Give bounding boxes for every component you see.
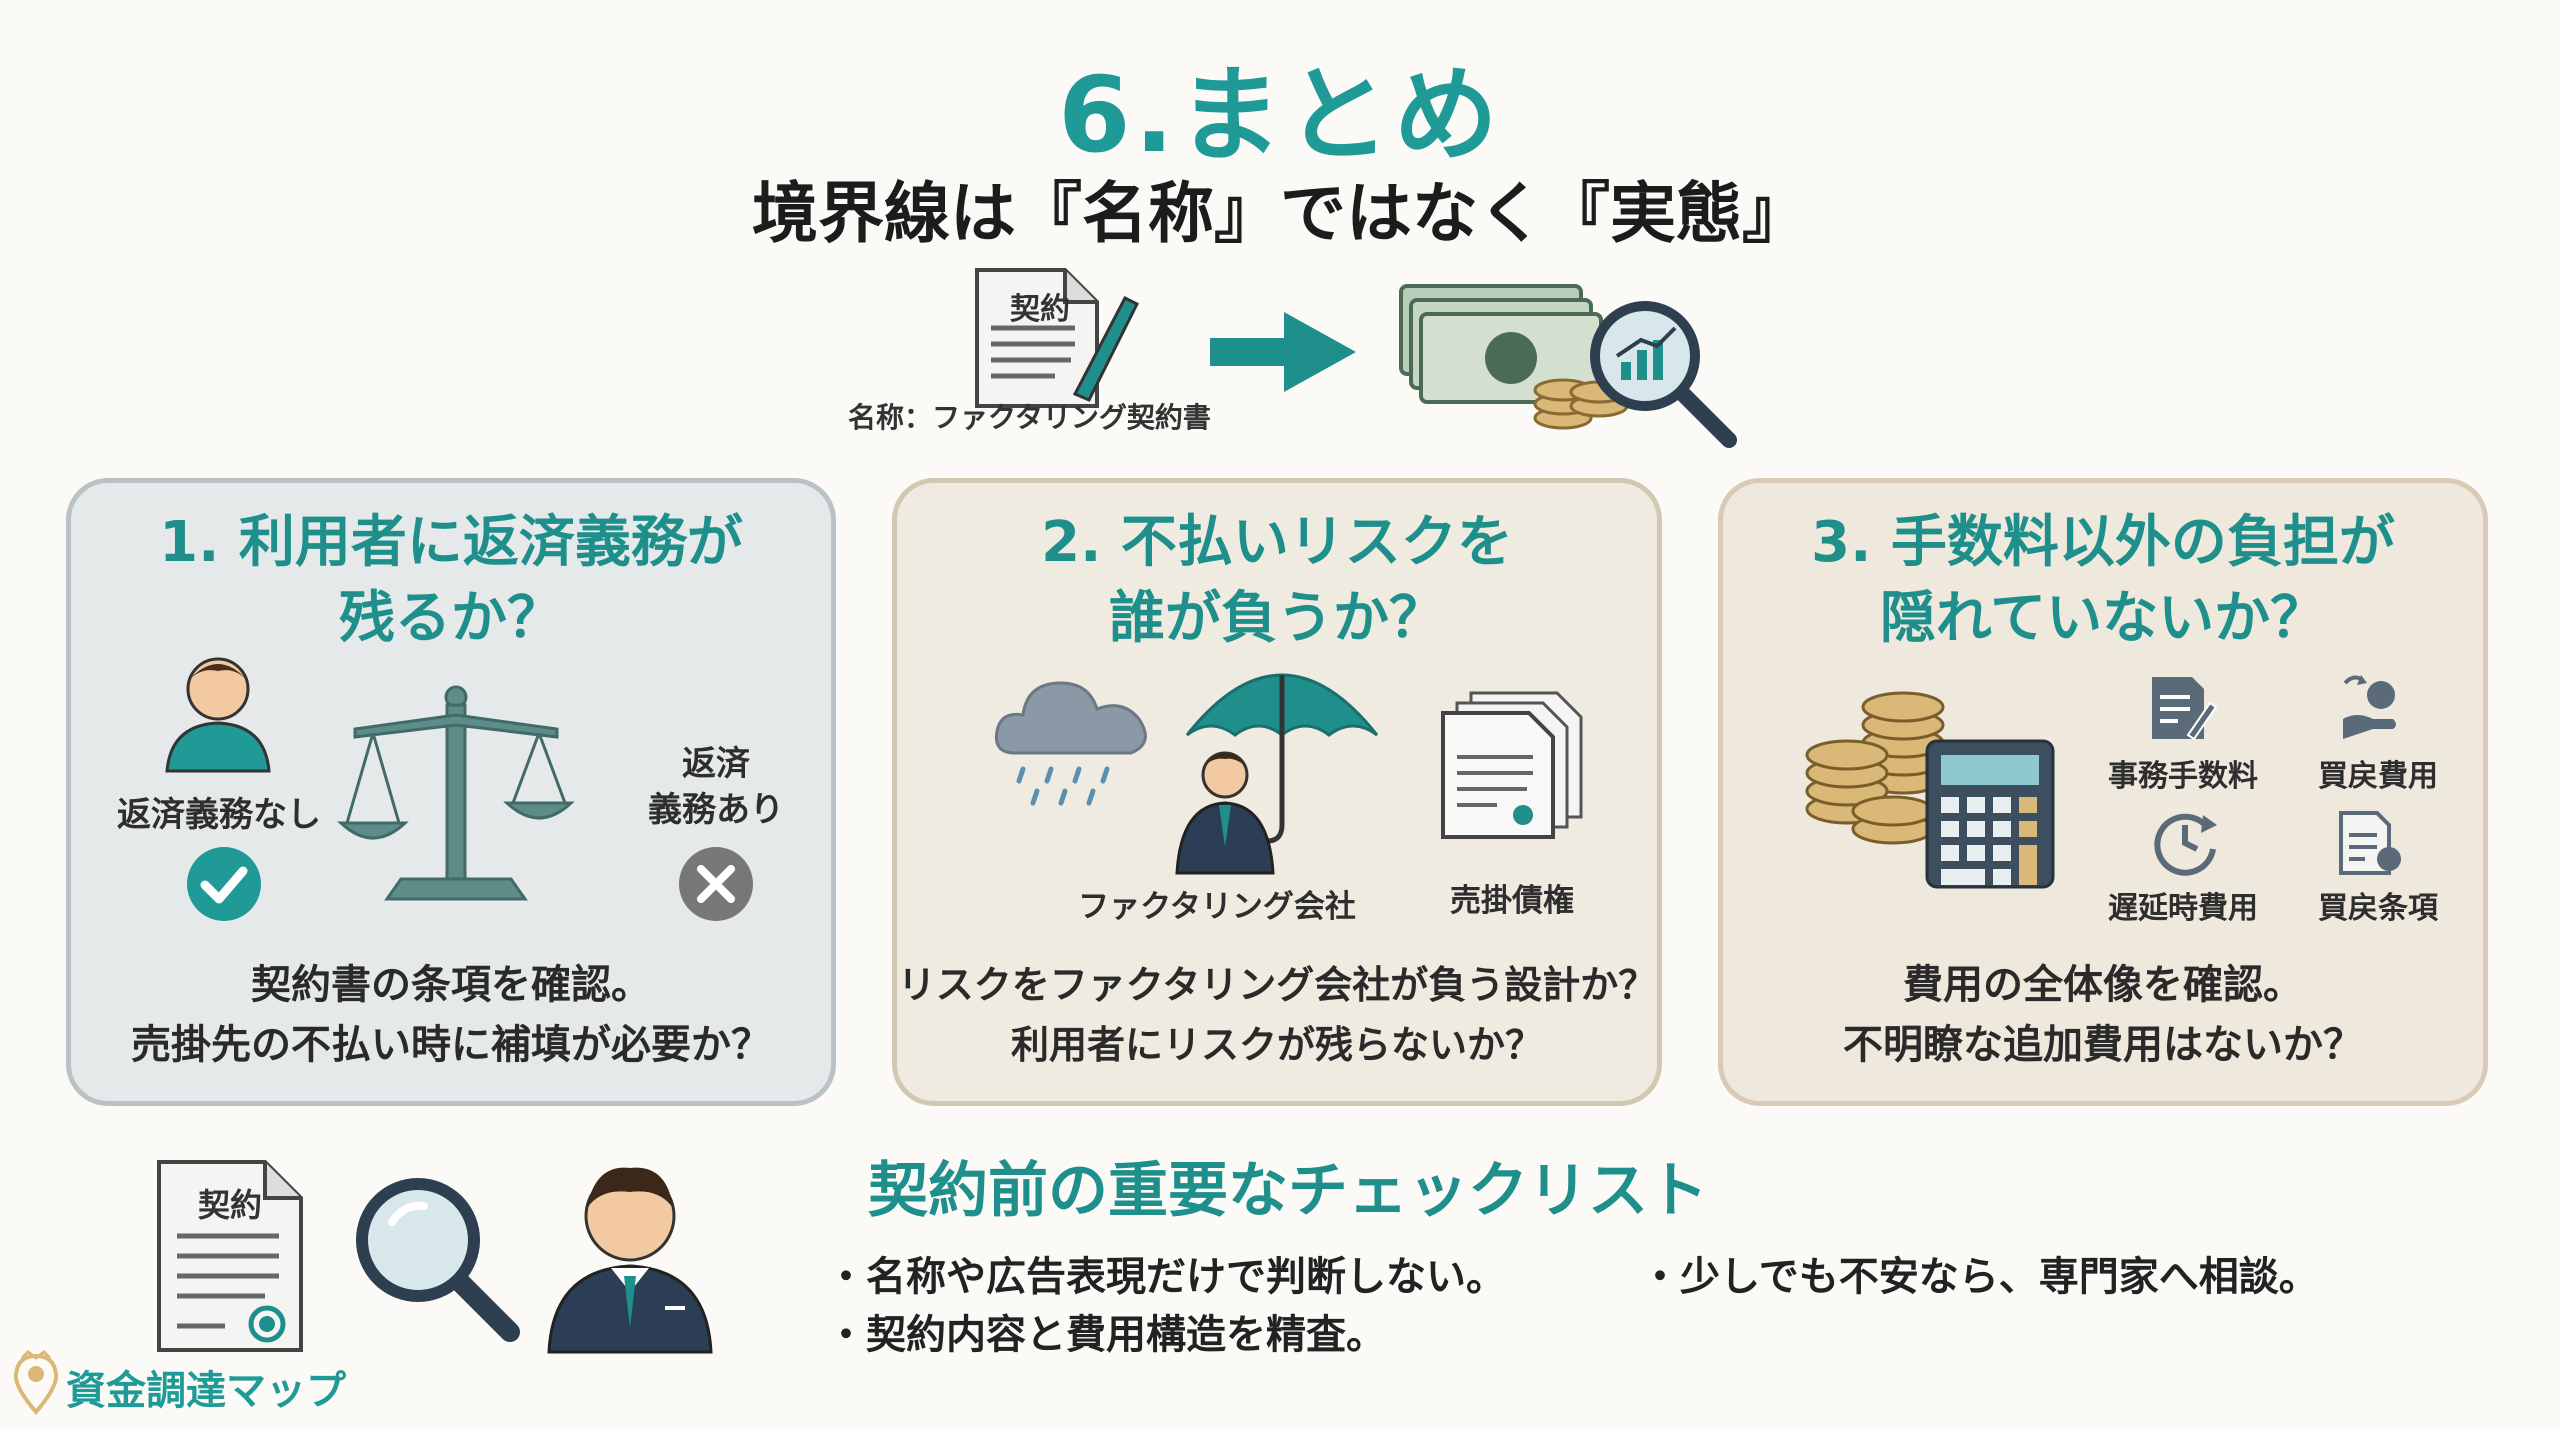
repayment-required-line2: 義務あり	[648, 790, 784, 830]
card-body-line1: リスクをファクタリング会社が負う設計か？	[897, 963, 1657, 1007]
arrow-right-icon	[1210, 312, 1356, 392]
checklist-doc-text: 契約	[198, 1186, 263, 1224]
contract-pen-icon	[975, 268, 1140, 408]
close-circle-icon	[679, 847, 753, 921]
repayment-required-line1: 返済	[682, 744, 750, 784]
document-pen-icon	[2152, 677, 2218, 741]
fee-buyback-cost-label: 買戻費用	[2318, 759, 2438, 794]
card-body: 契約書の条項を確認。 売掛先の不払い時に補填が必要か？	[71, 955, 831, 1075]
card-title-line2: 隠れていないか？	[1879, 586, 2327, 651]
fee-office-label: 事務手数料	[2108, 759, 2258, 794]
checklist-item: ・名称や広告表現だけで判断しない。	[826, 1254, 1506, 1300]
card-body: リスクをファクタリング会社が負う設計か？ 利用者にリスクが残らないか？	[897, 955, 1657, 1075]
card-body-line1: 契約書の条項を確認。	[251, 962, 651, 1008]
magnifier-icon	[356, 1178, 520, 1342]
factoring-company-label: ファクタリング会社	[1078, 889, 1356, 925]
contract-document-icon	[157, 1160, 303, 1352]
brand-logo-icon	[13, 1350, 59, 1416]
refund-hand-icon	[2343, 675, 2396, 739]
card-body-line1: 費用の全体像を確認。	[1903, 962, 2303, 1008]
checklist-heading: 契約前の重要なチェックリスト	[868, 1156, 1708, 1226]
documents-icon	[1441, 691, 1583, 839]
fee-buyback-clause-label: 買戻条項	[2318, 891, 2438, 926]
check-circle-icon	[187, 847, 261, 921]
checklist-item: ・契約内容と費用構造を精査。	[826, 1312, 1386, 1358]
person-icon	[165, 657, 271, 773]
businessman-icon	[547, 1167, 713, 1354]
coins-calculator-icon	[1805, 691, 2055, 889]
money-magnifier-icon	[1399, 284, 1737, 448]
contract-doc-text: 契約	[1010, 292, 1070, 327]
card-title: 1. 利用者に返済義務が 残るか？	[71, 505, 831, 657]
brand-name: 資金調達マップ	[66, 1368, 346, 1414]
card-body-line2: 利用者にリスクが残らないか？	[1010, 1023, 1543, 1067]
card-title-line1: 1. 利用者に返済義務が	[159, 510, 743, 575]
document-check-icon	[2339, 811, 2401, 875]
card-title-line1: 3. 手数料以外の負担が	[1811, 510, 2395, 575]
balance-scale-icon	[337, 685, 575, 901]
card-title-line2: 誰が負うか？	[1109, 586, 1445, 651]
card-body-line2: 不明瞭な追加費用はないか？	[1843, 1022, 2363, 1068]
rain-cloud-icon	[994, 681, 1147, 806]
card-body: 費用の全体像を確認。 不明瞭な追加費用はないか？	[1723, 955, 2483, 1075]
umbrella-businessman-icon	[1175, 673, 1379, 875]
checklist-item: ・少しでも不安なら、専門家へ相談。	[1640, 1254, 2319, 1300]
page-title: 6.まとめ	[1058, 54, 1502, 176]
clock-icon	[2154, 813, 2217, 876]
card-repayment-obligation: 1. 利用者に返済義務が 残るか？ 返済義務なし 返済 義務あり 契	[66, 478, 836, 1106]
receivable-label: 売掛債権	[1450, 883, 1574, 919]
card-hidden-costs: 3. 手数料以外の負担が 隠れていないか？ 事務手数料	[1718, 478, 2488, 1106]
card-nonpayment-risk: 2. 不払いリスクを 誰が負うか？ ファクタリング会社 売掛債権 リスクをフ	[892, 478, 1662, 1106]
repayment-required-label: 返済 義務あり	[611, 741, 821, 833]
card-title: 2. 不払いリスクを 誰が負うか？	[897, 505, 1657, 657]
page-subtitle: 境界線は『名称』ではなく『実態』	[752, 175, 1808, 252]
fee-late-label: 遅延時費用	[2108, 891, 2258, 926]
card-body-line2: 売掛先の不払い時に補填が必要か？	[131, 1022, 771, 1068]
hero-name-label: 名称：ファクタリング契約書	[848, 401, 1211, 434]
no-repayment-label: 返済義務なし	[117, 795, 321, 835]
card-title-line1: 2. 不払いリスクを	[1041, 510, 1513, 575]
card-title-line2: 残るか？	[339, 586, 563, 651]
card-title: 3. 手数料以外の負担が 隠れていないか？	[1723, 505, 2483, 657]
